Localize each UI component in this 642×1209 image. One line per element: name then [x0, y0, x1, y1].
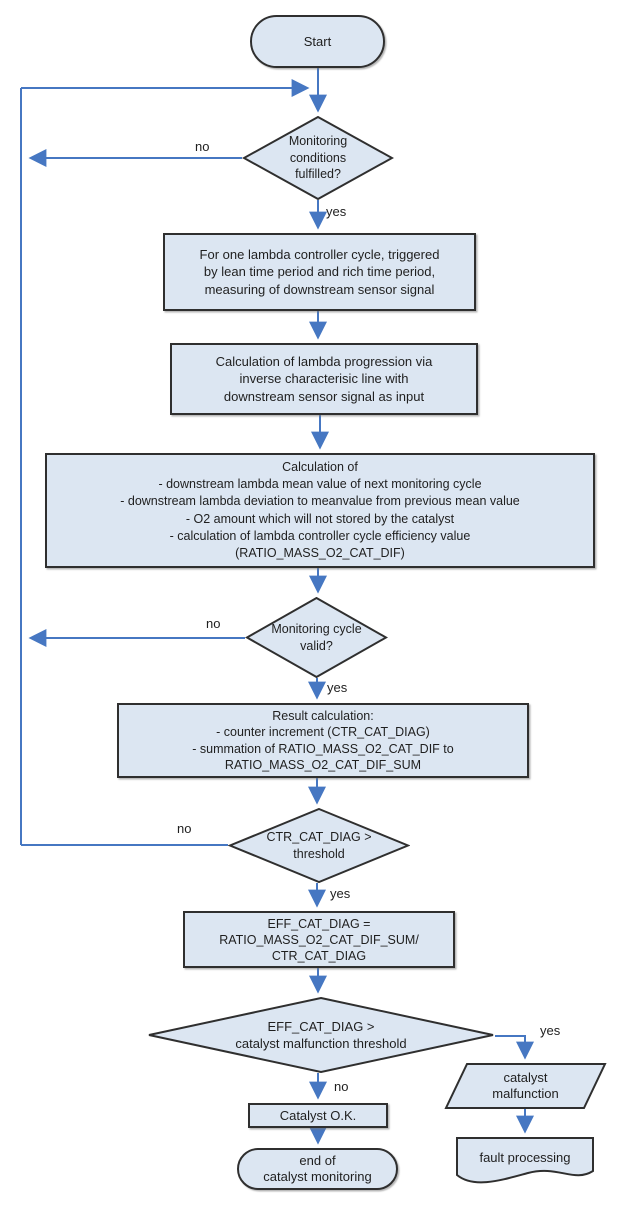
node-process-efficiency: EFF_CAT_DIAG = RATIO_MASS_O2_CAT_DIF_SUM…	[183, 911, 455, 968]
node-decision-conditions-label: Monitoring conditions fulfilled?	[288, 134, 348, 182]
diamond-shape	[228, 808, 410, 883]
node-process-result-label: Result calculation: - counter increment …	[192, 708, 454, 773]
parallelogram-shape	[444, 1063, 607, 1109]
node-io-malfunction-label: catalyst malfunction	[492, 1069, 559, 1101]
diamond-shape	[245, 597, 388, 678]
node-end-label: end of catalyst monitoring	[263, 1153, 372, 1184]
node-decision-malfunction-label: EFF_CAT_DIAG > catalyst malfunction thre…	[235, 1018, 407, 1051]
edge-label-counter-yes: yes	[330, 886, 351, 901]
node-process-catalyst-ok-label: Catalyst O.K.	[279, 1107, 357, 1123]
edge-label-conditions-no: no	[195, 139, 210, 154]
node-decision-cycle-valid: Monitoring cycle valid?	[245, 597, 388, 678]
edge-label-conditions-yes: yes	[326, 204, 347, 219]
edge-label-malfunction-yes: yes	[540, 1023, 561, 1038]
edge-label-malfunction-no: no	[334, 1079, 349, 1094]
node-process-measure-label: For one lambda controller cycle, trigger…	[199, 247, 440, 297]
node-document-fault-label: fault processing	[479, 1150, 571, 1166]
node-decision-malfunction: EFF_CAT_DIAG > catalyst malfunction thre…	[147, 997, 495, 1073]
node-process-catalyst-ok: Catalyst O.K.	[248, 1103, 388, 1128]
node-process-progression-label: Calculation of lambda progression via in…	[215, 354, 433, 404]
node-io-malfunction: catalyst malfunction	[444, 1063, 607, 1109]
node-decision-conditions: Monitoring conditions fulfilled?	[242, 116, 394, 200]
node-process-result: Result calculation: - counter increment …	[117, 703, 529, 778]
edge-label-cycle-valid-yes: yes	[327, 680, 348, 695]
edge-label-cycle-valid-no: no	[206, 616, 221, 631]
node-process-calculation: Calculation of - downstream lambda mean …	[45, 453, 595, 568]
diamond-shape	[148, 997, 494, 1073]
edge-label-counter-no: no	[177, 821, 192, 836]
node-end: end of catalyst monitoring	[237, 1148, 398, 1190]
node-document-fault: fault processing	[456, 1137, 594, 1187]
document-shape	[456, 1137, 594, 1184]
diamond-shape	[242, 116, 394, 200]
node-process-measure: For one lambda controller cycle, trigger…	[163, 233, 476, 311]
node-process-efficiency-label: EFF_CAT_DIAG = RATIO_MASS_O2_CAT_DIF_SUM…	[219, 916, 419, 963]
node-start-label: Start	[303, 33, 332, 49]
edge-malfunction-yes	[495, 1035, 534, 1060]
node-start: Start	[250, 15, 385, 68]
node-process-calculation-label: Calculation of - downstream lambda mean …	[120, 459, 520, 560]
node-process-progression: Calculation of lambda progression via in…	[170, 343, 478, 415]
node-decision-cycle-valid-label: Monitoring cycle valid?	[271, 622, 362, 653]
node-decision-counter: CTR_CAT_DIAG > threshold	[228, 808, 410, 883]
node-decision-counter-label: CTR_CAT_DIAG > threshold	[266, 830, 372, 861]
